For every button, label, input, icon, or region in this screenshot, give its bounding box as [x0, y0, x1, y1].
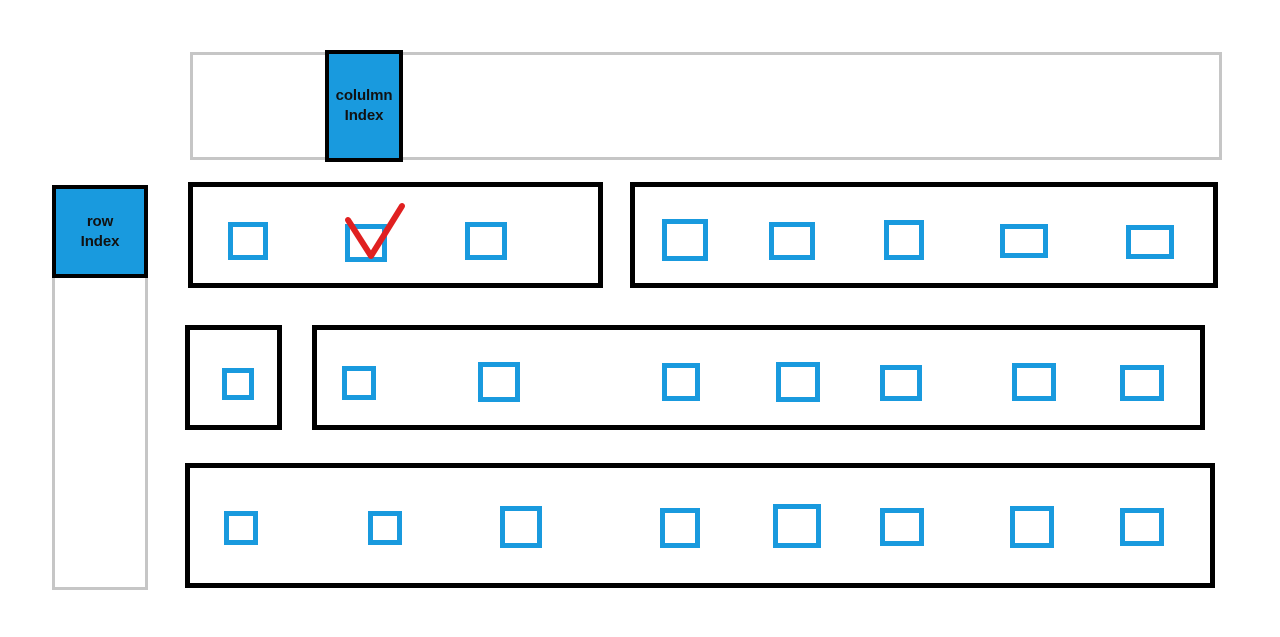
cell-box[interactable] [465, 222, 507, 260]
cell-box[interactable] [660, 508, 700, 548]
cell-box[interactable] [1126, 225, 1174, 259]
cell-group[interactable] [630, 182, 1218, 288]
row-index-label-line2: Index [80, 232, 120, 250]
cell-box[interactable] [1120, 365, 1164, 401]
row-index-label-line1: row [86, 212, 114, 230]
cell-box[interactable] [880, 365, 922, 401]
cell-box[interactable] [880, 508, 924, 546]
row-index-chip[interactable]: row Index [52, 185, 148, 278]
cell-box[interactable] [1012, 363, 1056, 401]
cell-box[interactable] [224, 511, 258, 545]
cell-box[interactable] [1010, 506, 1054, 548]
cell-box[interactable] [1120, 508, 1164, 546]
column-index-label-line1: colulmn [335, 87, 393, 105]
cell-box[interactable] [884, 220, 924, 260]
cell-group[interactable] [185, 463, 1215, 588]
cell-box[interactable] [769, 222, 815, 260]
column-index-chip[interactable]: colulmn Index [325, 50, 403, 162]
cell-box[interactable] [345, 224, 387, 262]
cell-box[interactable] [1000, 224, 1048, 258]
cell-group[interactable] [185, 325, 282, 430]
cell-box[interactable] [773, 504, 821, 548]
cell-box[interactable] [478, 362, 520, 402]
cell-box[interactable] [500, 506, 542, 548]
cell-box[interactable] [368, 511, 402, 545]
cell-group[interactable] [312, 325, 1205, 430]
cell-box[interactable] [228, 222, 268, 260]
cell-box[interactable] [662, 219, 708, 261]
cell-box[interactable] [342, 366, 376, 400]
column-index-label-line2: Index [344, 107, 384, 124]
cell-box[interactable] [776, 362, 820, 402]
cell-box[interactable] [222, 368, 254, 400]
cell-box[interactable] [662, 363, 700, 401]
